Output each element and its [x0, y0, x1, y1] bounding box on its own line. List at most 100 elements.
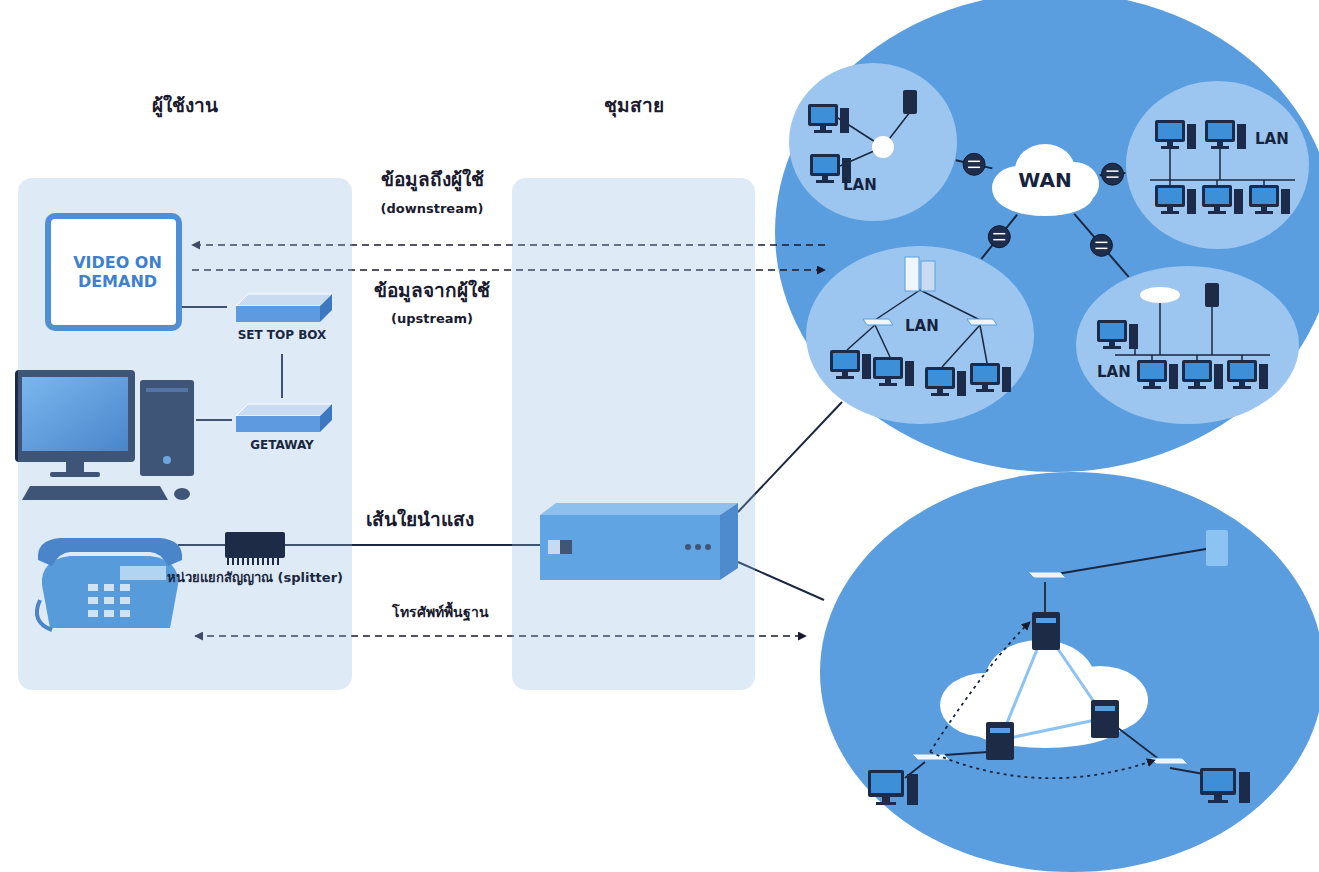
pc-icon-part [1230, 363, 1254, 379]
splitter-icon-part [272, 558, 274, 565]
lan-shape-part [1219, 149, 1221, 180]
pc-icon [1202, 185, 1243, 214]
lan-shape-part [942, 325, 980, 367]
cloud-network-part-part [986, 722, 1014, 760]
cloud-network-part [986, 612, 1119, 760]
splitter-icon-part [232, 558, 234, 565]
pc-icon-part [822, 176, 828, 180]
pc-icon [1182, 360, 1223, 389]
pc-icon-part [1187, 124, 1196, 149]
pc-icon-part [1140, 363, 1164, 379]
pc-icon-part [1158, 188, 1182, 204]
pc-icon [1249, 185, 1290, 214]
router-icon [963, 153, 985, 175]
pc-icon [1155, 185, 1196, 214]
pc-icon-part [1161, 211, 1179, 214]
pc-icon-part [1100, 323, 1124, 339]
pc-icon-part [820, 126, 826, 130]
lan-shape [1125, 80, 1310, 250]
pc-icon-part [1214, 795, 1222, 800]
pc-icon-part [873, 357, 903, 379]
pc-icon-part [1255, 211, 1273, 214]
lan-shape-part [903, 90, 917, 114]
lan-shape-part [1241, 355, 1243, 360]
lan-circle: LAN [788, 62, 958, 222]
router-icon-part [968, 161, 980, 163]
lan-shape-part [1159, 300, 1161, 355]
lan-shape-part [1211, 307, 1213, 355]
pc-icon-part [833, 353, 857, 369]
pc-icon-part [1194, 382, 1200, 386]
pc-icon-part [1281, 189, 1290, 214]
pc-icon-part [1208, 123, 1232, 139]
pc-icon-part [842, 372, 848, 376]
pc-icon [1097, 320, 1138, 349]
pc-icon-part [1214, 207, 1220, 211]
splitter-icon [160, 528, 350, 568]
node-label: SET TOP BOX [227, 328, 337, 342]
cloud-network-part-part [1044, 582, 1046, 612]
node-label: GETAWAY [227, 438, 337, 452]
pc-icon-part [1188, 386, 1206, 389]
pc-icon-part [928, 370, 952, 386]
splitter-icon-part [277, 558, 279, 565]
pc-icon-part [1167, 207, 1173, 211]
pc-icon-part [925, 367, 955, 389]
network-label: WAN [990, 168, 1100, 192]
pc-icon-part [1217, 142, 1223, 146]
pc-icon-part [816, 180, 834, 183]
lan-shape-part [1216, 180, 1218, 185]
lan-shape-part [1169, 180, 1171, 185]
pc-icon-part [1211, 146, 1229, 149]
wan-cloud: WAN [990, 140, 1100, 220]
lan-shape-part [1126, 81, 1309, 249]
network-circle [775, 0, 1319, 472]
set-top-box: SET TOP BOX [227, 288, 337, 354]
lan-shape-part [875, 290, 920, 320]
pc-icon-part [973, 366, 997, 382]
router-icon-part [1107, 170, 1119, 172]
network-label: LAN [1097, 363, 1137, 381]
pc-icon-part [1155, 185, 1185, 207]
router-icon-part [988, 226, 1010, 248]
cloud-network-part [940, 640, 1148, 748]
cloud-network-part-part [1032, 612, 1060, 650]
pc-icon-part [1185, 363, 1209, 379]
pc-icon-part [1208, 800, 1228, 803]
arrow-label: เส้นใยนำแสง [366, 508, 474, 531]
pc-icon-part [1252, 188, 1276, 204]
lan-shape [805, 245, 1035, 425]
cloud-network-part [912, 572, 1188, 764]
arrow-label: (downstream) [381, 201, 484, 217]
pc-icon-part [1234, 189, 1243, 214]
lan-shape-part [1169, 149, 1171, 180]
cloud-network-part [905, 548, 1215, 778]
lan-shape-part [806, 246, 1034, 424]
pc-icon-part [810, 154, 840, 176]
cloud-network [868, 530, 1250, 805]
lan-shape-part [1150, 179, 1295, 181]
lan-shape-part [905, 257, 919, 291]
network-label: LAN [1255, 130, 1299, 148]
splitter-icon-part [237, 558, 239, 565]
pc-icon-part [1129, 324, 1138, 349]
lan-shape-part [1076, 266, 1299, 424]
router-icon-part [1095, 242, 1107, 244]
lan-circle: LAN [1125, 80, 1310, 250]
device-icon-part [236, 404, 332, 432]
pc-icon-part [1158, 123, 1182, 139]
connector [1074, 214, 1128, 277]
splitter-icon-part [247, 558, 249, 565]
pc-icon [868, 770, 918, 805]
panel-heading: ชุมสาย [512, 94, 755, 117]
pc-icon-part [1155, 120, 1185, 142]
pc-icon-part [1143, 386, 1161, 389]
splitter-icon-part [227, 558, 229, 565]
pc-icon-part [1002, 367, 1011, 392]
cloud-network-part-part [1095, 706, 1115, 711]
pc-icon-part [814, 130, 832, 133]
pc-icon-part [1109, 342, 1115, 346]
connector [981, 215, 1017, 259]
lan-shape-part [1263, 180, 1265, 185]
